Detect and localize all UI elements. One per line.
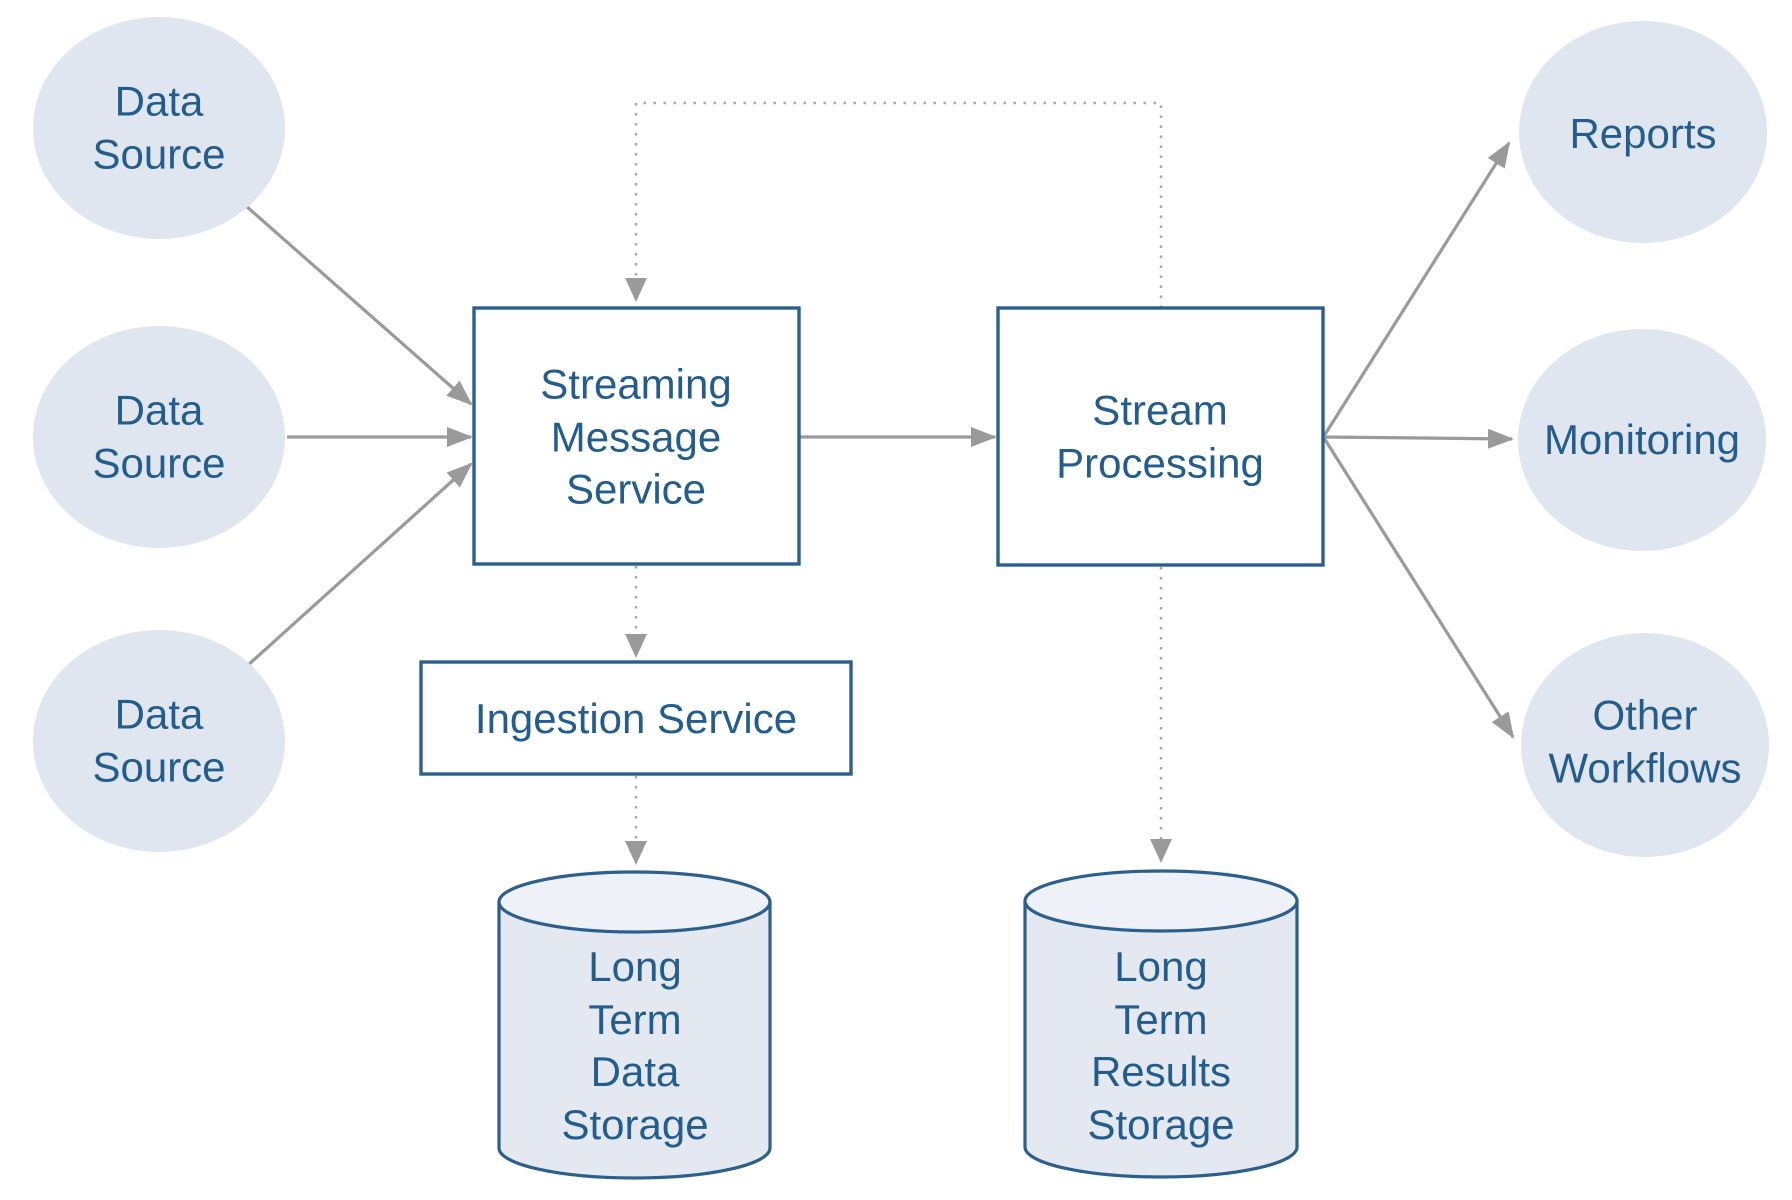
- edge-stream-processing-to-monitoring: [1323, 428, 1514, 449]
- edge-stream-processing-to-reports: [1322, 141, 1511, 437]
- edge-stream-processing-to-other-workflows: [1322, 437, 1515, 739]
- node-long-term-data-storage: [497, 870, 772, 1180]
- node-ingestion-service: [419, 660, 853, 776]
- node-long-term-results-storage: [1023, 869, 1299, 1179]
- edge-stream-processing-to-streaming-message-service: [625, 101, 1163, 308]
- edge-data-source-1-to-streaming-message-service: [244, 204, 473, 406]
- node-reports: [1519, 21, 1767, 243]
- node-stream-processing: [996, 306, 1325, 567]
- node-data-source-1: [33, 17, 285, 239]
- node-data-source-3: [33, 630, 285, 852]
- node-other-workflows: [1521, 633, 1769, 857]
- node-monitoring: [1518, 329, 1766, 551]
- node-streaming-message-service: [472, 306, 801, 566]
- edge-data-source-3-to-streaming-message-service: [245, 462, 473, 668]
- node-data-source-2: [33, 326, 285, 548]
